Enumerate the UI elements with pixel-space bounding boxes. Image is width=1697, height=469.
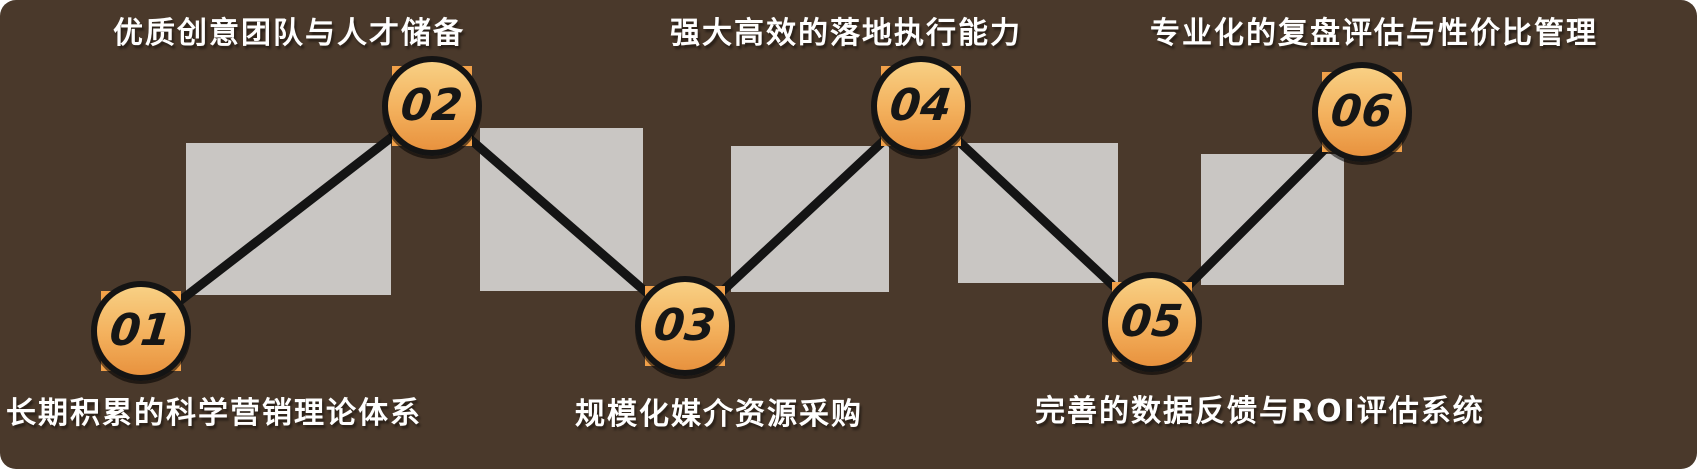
step-label-06: 专业化的复盘评估与性价比管理 xyxy=(1150,16,1598,51)
step-node-01: 01 xyxy=(91,281,191,381)
step-number: 05 xyxy=(1118,296,1186,347)
step-label-03: 规模化媒介资源采购 xyxy=(575,397,863,432)
step-circle: 03 xyxy=(635,276,735,376)
step-circle: 06 xyxy=(1312,62,1412,162)
step-label-05: 完善的数据反馈与ROI评估系统 xyxy=(1035,394,1485,429)
stair-block xyxy=(731,146,889,292)
step-number: 02 xyxy=(398,80,466,131)
step-node-03: 03 xyxy=(635,276,735,376)
step-number: 04 xyxy=(887,80,955,131)
stair-block xyxy=(1201,154,1344,285)
step-node-06: 06 xyxy=(1312,62,1412,162)
step-number: 01 xyxy=(107,305,175,356)
step-node-04: 04 xyxy=(871,56,971,156)
step-label-02: 优质创意团队与人才储备 xyxy=(113,16,465,51)
step-label-01: 长期积累的科学营销理论体系 xyxy=(6,396,422,431)
step-circle: 05 xyxy=(1102,272,1202,372)
step-circle: 02 xyxy=(382,56,482,156)
step-node-05: 05 xyxy=(1102,272,1202,372)
step-circle: 01 xyxy=(91,281,191,381)
step-number: 06 xyxy=(1328,86,1396,137)
step-label-04: 强大高效的落地执行能力 xyxy=(670,16,1022,51)
connector-line xyxy=(136,101,437,336)
connector-line xyxy=(427,101,690,331)
step-number: 03 xyxy=(651,300,719,351)
step-circle: 04 xyxy=(871,56,971,156)
step-node-02: 02 xyxy=(382,56,482,156)
